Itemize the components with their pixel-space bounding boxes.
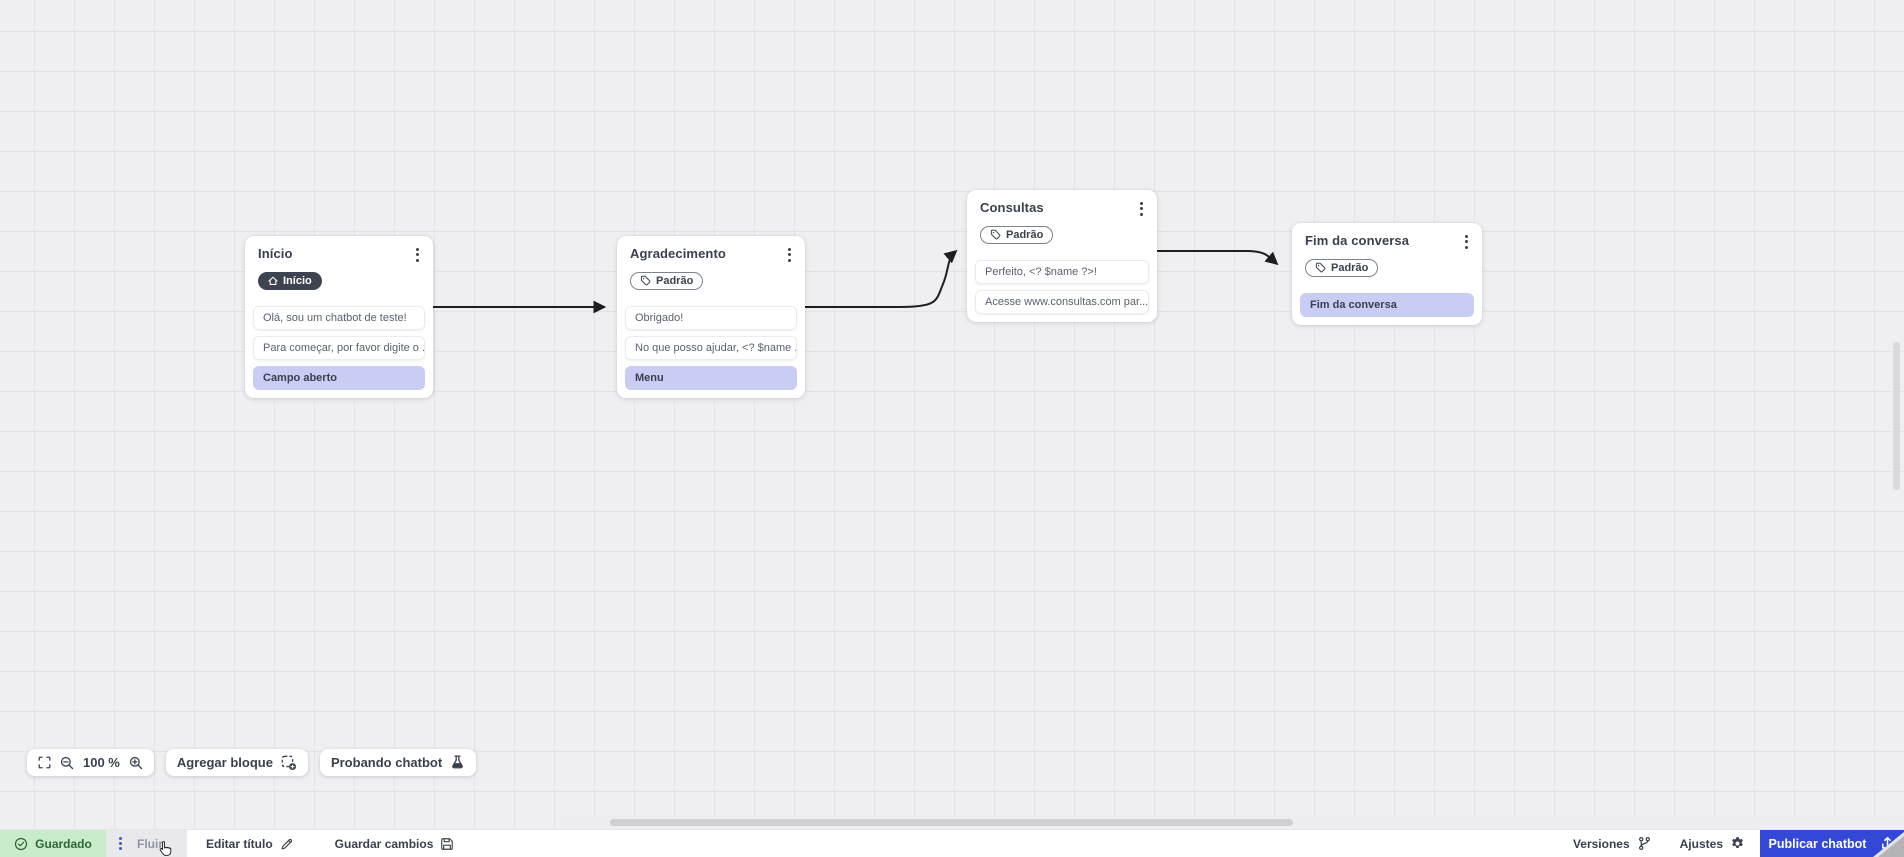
zoom-controls: 100 % <box>27 749 154 776</box>
tab-fluir[interactable]: Fluir <box>106 830 187 857</box>
save-icon <box>441 837 454 850</box>
node-header: Consultas <box>975 200 1149 218</box>
publish-chatbot-button[interactable]: Publicar chatbot <box>1760 830 1904 857</box>
tag-icon <box>640 276 651 286</box>
flow-tab-label: Fluir <box>137 836 163 851</box>
badge-label: Padrão <box>1331 261 1369 274</box>
zoom-in-icon[interactable] <box>129 756 143 770</box>
node-title: Agradecimento <box>630 246 726 261</box>
horizontal-scrollbar-thumb[interactable] <box>610 819 1293 826</box>
add-block-button[interactable]: Agregar bloque <box>165 749 308 776</box>
node-title: Início <box>258 246 293 261</box>
kebab-menu-icon[interactable] <box>1462 233 1471 251</box>
message-row[interactable]: Olá, sou um chatbot de teste! <box>253 305 425 330</box>
publish-label: Publicar chatbot <box>1768 836 1867 851</box>
node-title: Fim da conversa <box>1305 233 1410 248</box>
vertical-scrollbar-thumb[interactable] <box>1893 342 1900 490</box>
message-row[interactable]: Obrigado! <box>625 305 797 330</box>
node-type-badge: Padrão <box>1305 258 1379 277</box>
edge-agradecimento-consultas <box>804 249 958 308</box>
node-type-badge: Início <box>258 271 322 290</box>
node-type-badge: Padrão <box>980 225 1054 244</box>
flow-canvas[interactable]: Início Início Olá, sou um chatbot de tes… <box>0 0 1904 829</box>
gear-icon <box>1732 837 1743 848</box>
saved-status-badge: Guardado <box>0 830 106 857</box>
node-header: Fim da conversa <box>1300 233 1474 251</box>
status-bar: Guardado Fluir Editar título Guardar cam… <box>0 829 1904 857</box>
saved-label: Guardado <box>35 836 92 851</box>
node-header: Agradecimento <box>625 246 797 264</box>
menu-row[interactable]: Menu <box>625 365 797 390</box>
test-chatbot-label: Probando chatbot <box>330 755 443 770</box>
edit-title-label: Editar título <box>206 836 273 851</box>
node-title: Consultas <box>980 200 1044 215</box>
add-block-icon <box>281 755 296 770</box>
kebab-menu-icon[interactable] <box>413 246 422 264</box>
node-type-badge: Padrão <box>630 271 704 290</box>
tag-icon <box>990 230 1001 240</box>
corner-fold <box>1878 836 1904 857</box>
badge-label: Padrão <box>1006 228 1044 241</box>
input-row[interactable]: Campo aberto <box>253 365 425 390</box>
save-changes-label: Guardar cambios <box>334 836 434 851</box>
kebab-menu-icon[interactable] <box>117 835 124 852</box>
message-row[interactable]: Para começar, por favor digite o ... <box>253 335 425 360</box>
canvas-toolbar: 100 % Agregar bloque Probando chatbot <box>27 749 477 776</box>
test-chatbot-button[interactable]: Probando chatbot <box>319 749 477 776</box>
kebab-menu-icon[interactable] <box>785 246 794 264</box>
flask-icon <box>452 755 464 769</box>
kebab-menu-icon[interactable] <box>1137 200 1146 218</box>
home-icon <box>268 276 278 285</box>
flow-node-consultas[interactable]: Consultas Padrão Perfeito, <? $name ?>! … <box>967 190 1157 322</box>
versions-label: Versiones <box>1572 836 1630 851</box>
badge-label: Início <box>283 274 312 287</box>
settings-button[interactable]: Ajustes <box>1680 830 1745 857</box>
flow-node-agradecimento[interactable]: Agradecimento Padrão Obrigado! No que po… <box>617 236 805 398</box>
check-circle-icon <box>15 837 28 850</box>
settings-label: Ajustes <box>1679 836 1723 851</box>
message-row[interactable]: Perfeito, <? $name ?>! <box>975 259 1149 284</box>
save-changes-button[interactable]: Guardar cambios <box>335 830 455 857</box>
tag-icon <box>1315 263 1326 273</box>
message-row[interactable]: No que posso ajudar, <? $name ... <box>625 335 797 360</box>
edge-consultas-fim <box>1156 250 1279 266</box>
flow-node-fim-da-conversa[interactable]: Fim da conversa Padrão Fim da conversa <box>1292 223 1482 325</box>
branch-icon <box>1638 836 1650 851</box>
edit-title-button[interactable]: Editar título <box>206 830 294 857</box>
fullscreen-icon[interactable] <box>38 756 51 769</box>
flow-node-inicio[interactable]: Início Início Olá, sou um chatbot de tes… <box>245 236 433 398</box>
badge-label: Padrão <box>656 274 694 287</box>
versions-button[interactable]: Versiones <box>1573 830 1652 857</box>
add-block-label: Agregar bloque <box>176 755 273 770</box>
zoom-level: 100 % <box>83 755 120 770</box>
pencil-icon <box>281 838 292 849</box>
end-row[interactable]: Fim da conversa <box>1300 292 1474 317</box>
message-row[interactable]: Acesse www.consultas.com par... <box>975 289 1149 314</box>
zoom-out-icon[interactable] <box>60 756 74 770</box>
node-header: Início <box>253 246 425 264</box>
